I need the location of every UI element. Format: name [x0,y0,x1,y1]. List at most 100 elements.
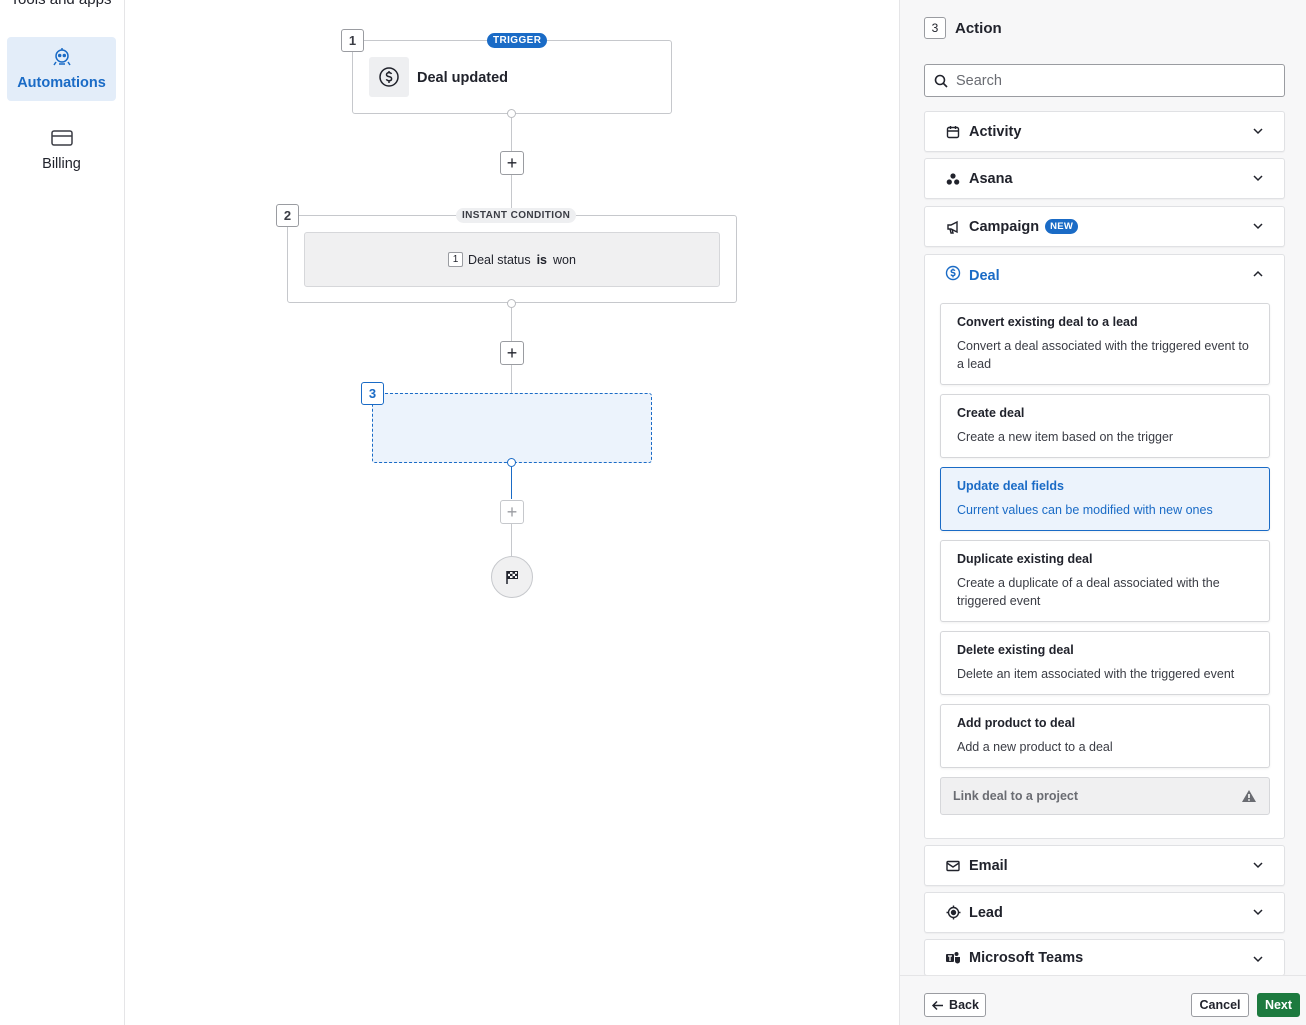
action-option-title: Update deal fields [957,479,1064,493]
billing-card-icon [7,127,116,149]
connector-line [511,365,512,394]
nav-section-tools-and-apps[interactable]: Tools and apps [0,0,122,8]
action-option-title: Add product to deal [957,716,1076,730]
back-button[interactable]: Back [924,993,986,1017]
step-number: 3 [361,382,384,405]
cancel-button[interactable]: Cancel [1191,993,1249,1017]
connector-line [511,308,512,342]
action-panel: 3 Action Activity Asana Campaign NEW [899,0,1306,1025]
search-input[interactable] [956,72,1256,89]
category-label: Email [969,857,1008,874]
action-option[interactable]: Create deal Create a new item based on t… [940,394,1270,458]
category-campaign[interactable]: Campaign NEW [924,206,1285,247]
action-option[interactable]: Duplicate existing deal Create a duplica… [940,540,1270,622]
chevron-down-icon [1253,956,1263,963]
trigger-step-card[interactable]: Deal updated [352,40,672,114]
trigger-badge: TRIGGER [487,33,548,48]
chevron-down-icon [1253,862,1263,869]
calendar-icon [945,124,961,140]
chevron-down-icon [1253,223,1263,230]
add-step-button-disabled[interactable]: + [500,500,524,524]
chevron-up-icon[interactable] [1252,268,1264,280]
action-option[interactable]: Add product to deal Add a new product to… [940,704,1270,768]
connector-dot [507,109,516,118]
nav-item-label: Automations [17,75,106,91]
step-number: 2 [276,204,299,227]
connector-line [511,524,512,556]
action-option-selected[interactable]: Update deal fields Current values can be… [940,467,1270,531]
chevron-down-icon [1253,128,1263,135]
action-option[interactable]: Convert existing deal to a lead Convert … [940,303,1270,385]
panel-header: 3 Action [924,17,1002,39]
category-lead[interactable]: Lead [924,892,1285,933]
target-icon [945,905,961,921]
trigger-title: Deal updated [417,70,509,86]
dollar-circle-icon [945,265,961,286]
connector-dot [507,458,516,467]
category-label: Activity [969,123,1022,140]
search-box[interactable] [924,64,1285,97]
action-option-title: Delete existing deal [957,643,1074,657]
connector-dot [507,299,516,308]
category-label: Microsoft Teams [969,949,1084,966]
connector-line [511,118,512,152]
automations-icon [7,46,116,68]
category-label: Campaign [969,218,1040,235]
add-step-button[interactable]: + [500,151,524,175]
search-icon [934,74,948,88]
action-option-title: Convert existing deal to a lead [957,315,1138,329]
action-option-disabled[interactable]: Link deal to a project [940,777,1270,815]
category-deal-expanded: Deal Convert existing deal to a lead Con… [924,254,1285,839]
category-activity[interactable]: Activity [924,111,1285,152]
dollar-circle-icon [369,57,409,97]
step-number: 1 [341,29,364,52]
teams-icon [945,950,961,966]
action-option-desc: Convert a deal associated with the trigg… [957,339,1249,371]
category-deal-header[interactable]: Deal [945,265,1000,286]
action-option-title: Create deal [957,406,1025,420]
connector-line [511,175,512,215]
category-label: Asana [969,170,1013,187]
action-step-placeholder[interactable] [372,393,652,463]
condition-field: Deal status [468,252,531,267]
panel-title: Action [955,19,1002,37]
category-label: Lead [969,904,1003,921]
action-option-title: Link deal to a project [953,789,1079,803]
condition-operator: is [536,252,548,267]
condition-index: 1 [448,252,464,267]
warning-icon [1241,789,1257,808]
asana-icon [945,171,961,187]
panel-footer: Back Cancel Next [900,975,1306,1025]
action-option-desc: Add a new product to a deal [957,740,1113,754]
category-email[interactable]: Email [924,845,1285,886]
envelope-icon [945,858,961,874]
finish-flag-icon [491,556,533,598]
arrow-left-icon [931,1000,944,1010]
nav-item-billing[interactable]: Billing [7,118,116,182]
megaphone-icon [945,219,961,235]
add-step-button[interactable]: + [500,341,524,365]
nav-item-automations[interactable]: Automations [7,37,116,101]
chevron-down-icon [1253,175,1263,182]
category-microsoft-teams[interactable]: Microsoft Teams [924,939,1285,976]
connector-line-active [511,467,512,499]
action-option-desc: Create a duplicate of a deal associated … [957,576,1220,608]
condition-rule[interactable]: 1 Deal status is won [304,232,720,287]
action-option-title: Duplicate existing deal [957,552,1093,566]
action-option-desc: Delete an item associated with the trigg… [957,667,1235,681]
nav-item-label: Billing [42,156,81,172]
next-button[interactable]: Next [1257,993,1300,1017]
condition-badge: INSTANT CONDITION [456,208,577,223]
step-number: 3 [924,17,946,39]
category-label: Deal [969,267,1000,284]
back-button-label: Back [949,998,979,1012]
automation-canvas: Deal updated 1 TRIGGER + 1 Deal status i… [125,0,899,1025]
condition-value: won [553,252,576,267]
action-option-desc: Current values can be modified with new … [957,503,1213,517]
left-nav: Tools and apps Automations Billing [0,0,125,1025]
chevron-down-icon [1253,909,1263,916]
condition-step-card[interactable]: 1 Deal status is won [287,215,737,303]
category-asana[interactable]: Asana [924,158,1285,199]
action-option[interactable]: Delete existing deal Delete an item asso… [940,631,1270,695]
action-option-desc: Create a new item based on the trigger [957,430,1174,444]
